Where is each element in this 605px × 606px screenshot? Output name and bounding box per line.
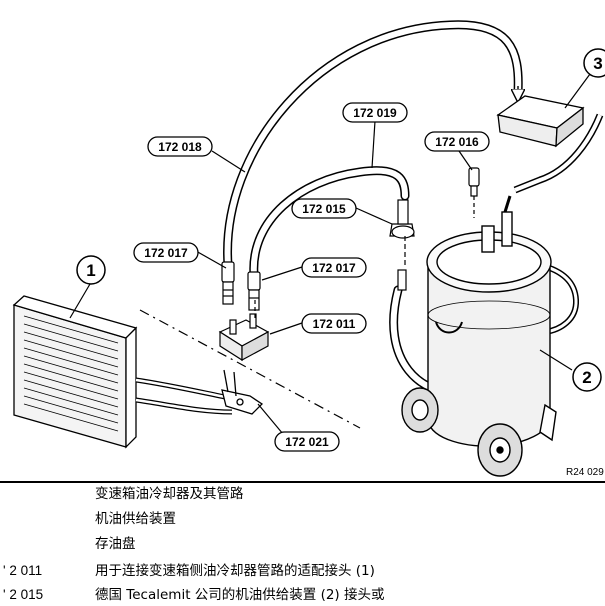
item-number-3: 3 — [583, 48, 605, 78]
callout-172-019: 172 019 — [342, 102, 408, 123]
legend-text: 存油盘 — [95, 536, 136, 552]
callout-label: 172 021 — [285, 435, 329, 449]
callout-172-016: 172 016 — [424, 131, 490, 152]
callout-172-018: 172 018 — [147, 136, 213, 157]
figure-reference: R24 029 — [566, 467, 604, 478]
callout-172-021: 172 021 — [274, 431, 340, 452]
legend-code: ' 2 011 — [3, 563, 43, 578]
item-number-text: 1 — [86, 261, 95, 280]
item-number-text: 3 — [593, 54, 602, 73]
drip-tray — [496, 95, 585, 148]
adapters — [218, 167, 480, 362]
legend-text: 德国 Tecalemit 公司的机油供给装置 (2) 接头或 — [95, 587, 385, 603]
legend-text: 机油供给装置 — [95, 511, 176, 527]
oil-supply-unit — [401, 113, 604, 477]
callout-172-017-left: 172 017 — [133, 242, 199, 263]
leader-lines — [69, 73, 591, 435]
item-number-1: 1 — [76, 255, 106, 285]
legend-text: 变速箱油冷却器及其管路 — [95, 486, 244, 502]
callout-label: 172 011 — [313, 317, 356, 331]
separator-rule — [0, 481, 605, 483]
item-number-2: 2 — [572, 362, 602, 392]
callout-172-011: 172 011 — [301, 313, 367, 334]
callout-label: 172 019 — [353, 106, 397, 120]
oil-cooler — [12, 295, 264, 449]
callout-172-015: 172 015 — [291, 198, 357, 219]
item-number-text: 2 — [582, 368, 591, 387]
legend-text: 用于连接变速箱侧油冷却器管路的适配接头 (1) — [95, 563, 375, 579]
technical-diagram: 172 018 172 019 172 016 172 015 172 017 … — [12, 20, 605, 478]
callout-172-017-right: 172 017 — [301, 257, 367, 278]
callout-label: 172 016 — [435, 135, 479, 149]
callout-label: 172 017 — [144, 246, 188, 260]
callout-label: 172 015 — [302, 202, 346, 216]
legend-code: ' 2 015 — [3, 587, 44, 602]
callout-label: 172 017 — [312, 261, 356, 275]
callout-label: 172 018 — [158, 140, 202, 154]
